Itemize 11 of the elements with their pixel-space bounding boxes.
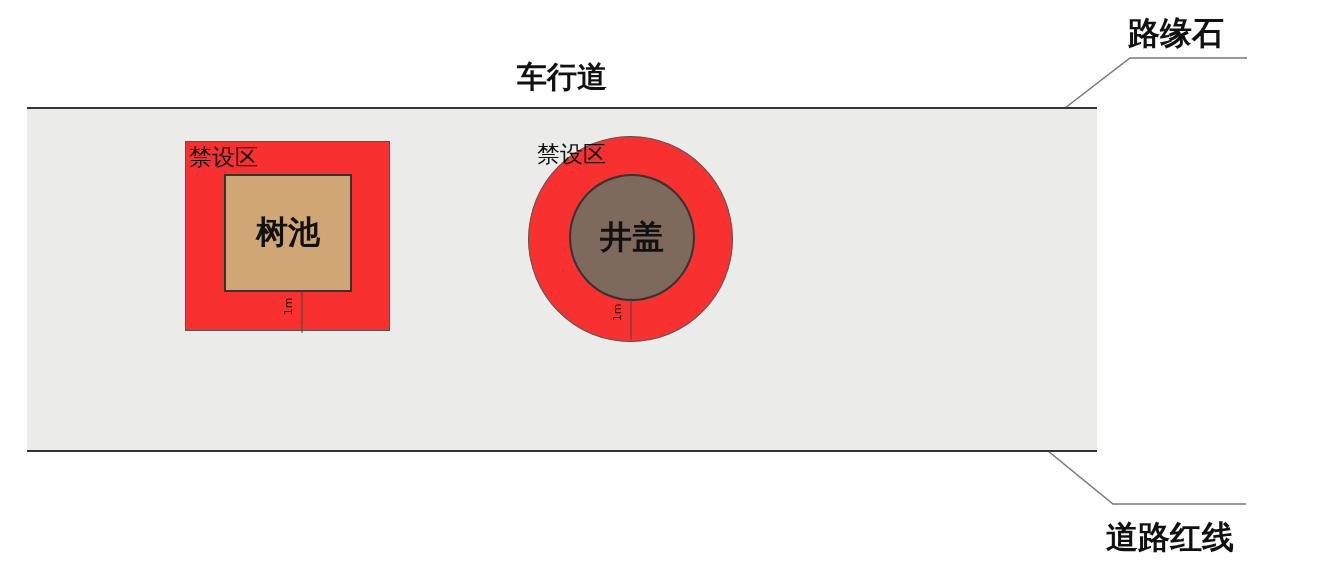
tree-pit-box: 树池 (224, 174, 352, 292)
leader-label: 路缘石 (1128, 12, 1253, 56)
dimension-label: 1m (611, 303, 625, 322)
leader-label: 道路红线 (1106, 516, 1276, 562)
leader-line (1047, 450, 1247, 505)
road-label: 车行道 (517, 58, 607, 96)
zone-label: 禁设区 (189, 143, 258, 172)
manhole-cover: 井盖 (569, 174, 695, 301)
no-build-zone (185, 141, 390, 331)
dimension-label: 1m (282, 297, 296, 316)
leader-line (1064, 57, 1248, 109)
